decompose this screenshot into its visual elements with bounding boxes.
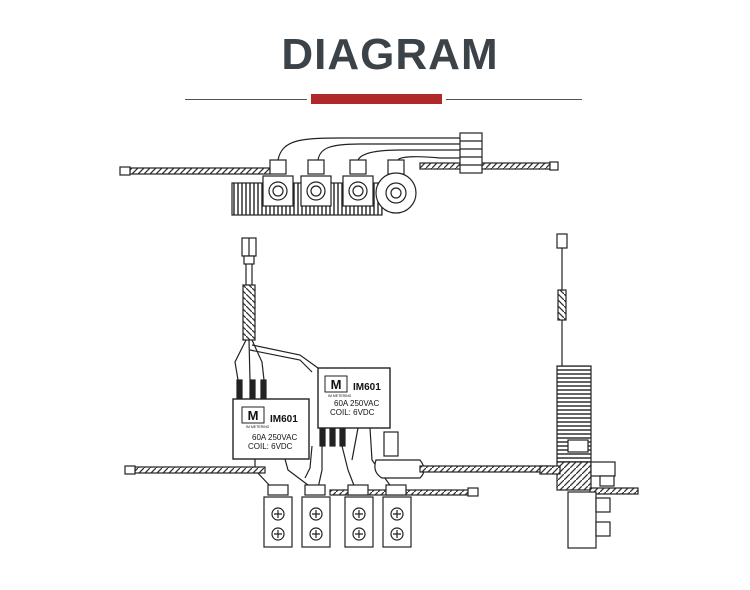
page-title: DIAGRAM [281,30,499,79]
top-left-connector [119,166,131,176]
front-fuse [383,431,399,457]
svg-text:M: M [331,377,342,392]
side-terminal-block [567,491,597,549]
relay-2-model: IM601 [353,382,381,393]
relay-2-label: M IM601 IM METERING 60A 250VAC COIL: 6VD… [324,375,381,417]
relay-1-label: M IM601 IM METERING 60A 250VAC COIL: 6VD… [241,406,298,451]
relay-1-rating: 60A 250VAC [252,433,297,442]
svg-text:M: M [248,408,259,423]
front-left-cable [134,466,266,474]
relay-1-brand: IM METERING [246,425,270,429]
side-top-connector [556,233,568,249]
top-view-assembly [119,132,559,216]
divider-left [185,99,307,100]
relay-2-brand: IM METERING [328,394,352,398]
relay-2-coil: COIL: 6VDC [330,408,375,417]
relay-1-model: IM601 [270,414,298,425]
top-left-cable [129,167,271,175]
divider-accent [311,94,442,104]
top-multipin-connector [459,132,483,174]
front-terminal-blocks [263,484,412,548]
front-right-cable [419,465,551,473]
relay-2-rating: 60A 250VAC [334,399,379,408]
top-right-cable [419,162,551,170]
relay-1-coil: COIL: 6VDC [248,442,293,451]
top-terminals [262,159,417,214]
divider-right [446,99,582,100]
side-view-assembly [539,233,639,549]
